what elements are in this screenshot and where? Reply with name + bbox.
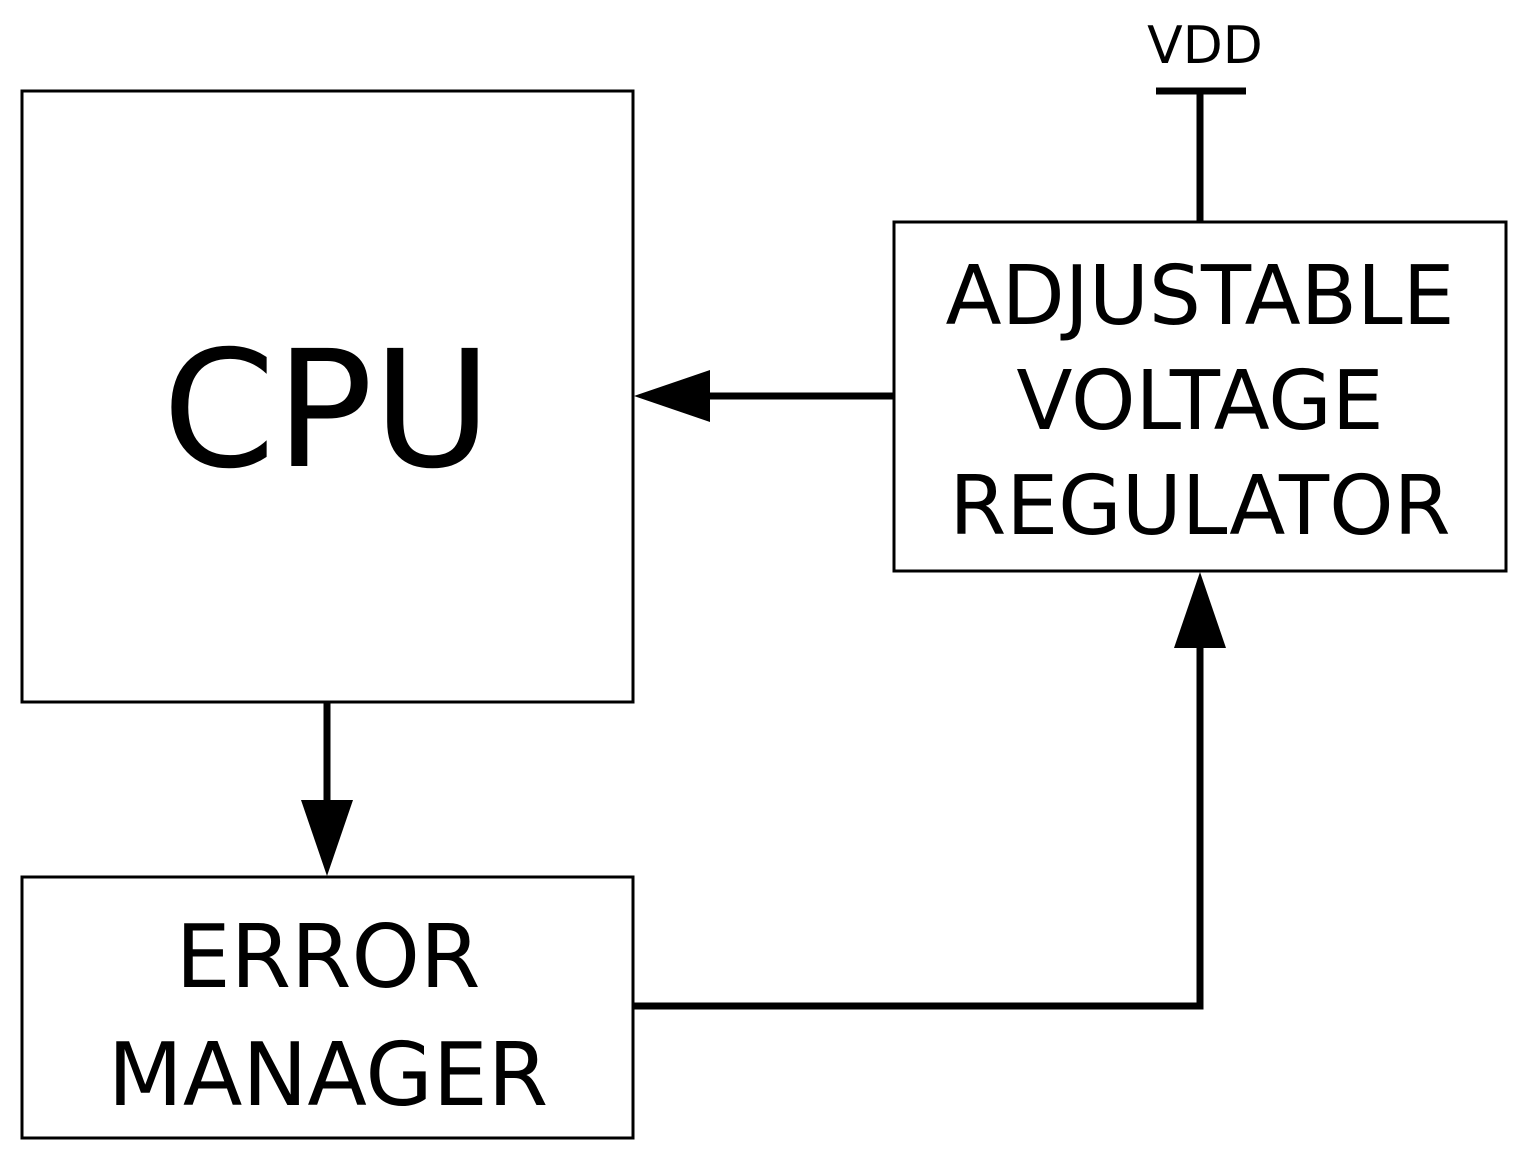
cpu-to-error-manager-arrowhead [301, 800, 353, 876]
arrow-error-manager-to-regulator [633, 572, 1226, 1010]
vdd-supply-symbol: VDD [1147, 16, 1263, 222]
error-manager-to-regulator-arrowhead [1174, 572, 1226, 648]
error-manager-label-line-2: MANAGER [108, 1024, 548, 1126]
regulator-to-cpu-arrowhead [634, 370, 710, 422]
regulator-label-line-3: REGULATOR [949, 459, 1450, 554]
error-manager-to-regulator-wire [633, 645, 1204, 1010]
error-manager-block: ERROR MANAGER [20, 875, 635, 1140]
cpu-block: CPU [20, 89, 635, 704]
regulator-label-line-1: ADJUSTABLE [945, 249, 1454, 344]
cpu-label: CPU [162, 317, 491, 505]
error-manager-box [20, 875, 635, 1140]
arrow-cpu-to-error-manager [301, 702, 353, 876]
regulator-box [892, 220, 1508, 573]
arrow-regulator-to-cpu [634, 370, 894, 422]
regulator-block: ADJUSTABLE VOLTAGE REGULATOR [892, 220, 1508, 573]
regulator-label-line-2: VOLTAGE [1016, 354, 1383, 449]
cpu-box [20, 89, 635, 704]
vdd-label: VDD [1147, 16, 1263, 76]
error-manager-label-line-1: ERROR [176, 906, 481, 1008]
